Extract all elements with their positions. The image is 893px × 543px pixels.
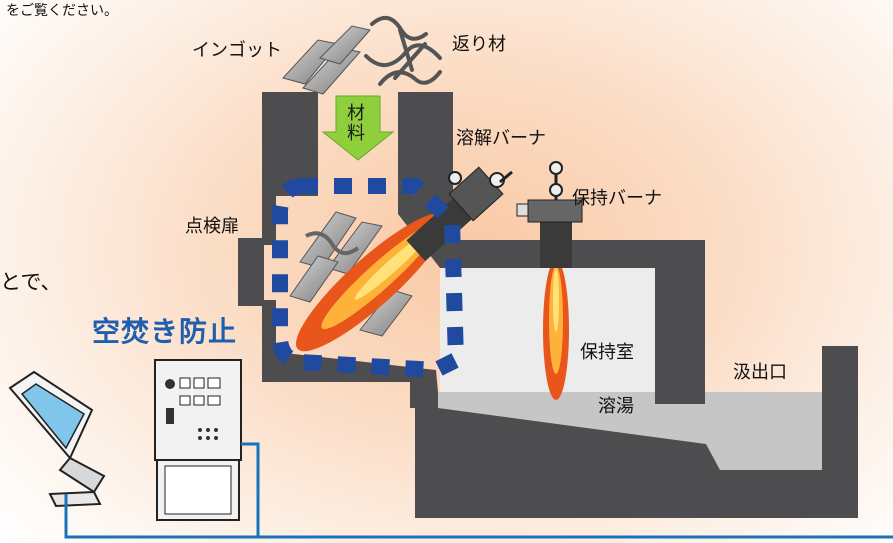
- network-cable: [64, 494, 893, 539]
- label-melting-burner: 溶解バーナ: [456, 128, 546, 149]
- label-material: 材料: [347, 103, 365, 144]
- inspection-door: [238, 238, 264, 306]
- charged-material: [289, 211, 413, 337]
- label-return-material: 返り材: [452, 34, 506, 55]
- control-panel: [154, 359, 242, 521]
- ingot-pile: [282, 25, 371, 95]
- material-arrow: [321, 95, 395, 161]
- caption-left: とで、: [0, 270, 62, 294]
- label-molten-metal: 溶湯: [598, 396, 634, 417]
- panel-cable: [241, 442, 260, 537]
- caption-top: をご覧ください。: [6, 3, 118, 19]
- melting-zone-outline: [272, 178, 465, 379]
- molten-metal-bath: [438, 392, 840, 470]
- furnace-body: [262, 92, 858, 518]
- label-inspection-door: 点検扉: [185, 216, 239, 237]
- melting-burner: [406, 166, 513, 262]
- label-holding-burner: 保持バーナ: [572, 188, 662, 209]
- holding-burner: [516, 161, 583, 400]
- anti-empty-burning-title: 空焚き防止: [92, 315, 238, 348]
- melting-burner-flame: [295, 212, 449, 352]
- monitor-icon: [8, 370, 106, 508]
- label-tap-outlet: 汲出口: [733, 362, 787, 383]
- label-holding-chamber: 保持室: [580, 342, 634, 363]
- return-material-pile: [364, 16, 442, 86]
- label-ingot: インゴット: [192, 40, 282, 61]
